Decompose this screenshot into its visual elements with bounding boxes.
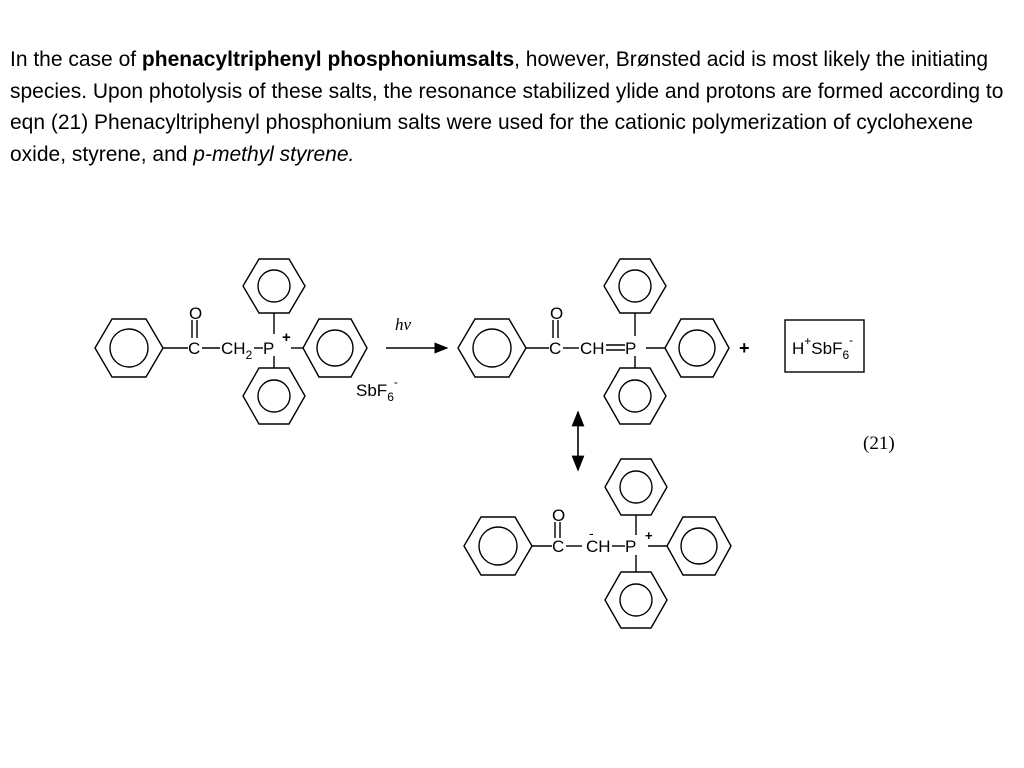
italic-term: p-methyl styrene.: [193, 142, 355, 166]
resonance-phosphorus: P: [625, 537, 636, 556]
benzene-ring-icon: [463, 516, 533, 576]
benzene-ring-icon: [302, 318, 368, 378]
resonance-oxygen: O: [552, 506, 565, 525]
plus-sign: +: [739, 338, 750, 358]
intro-text: In the case of: [10, 48, 142, 71]
reactant-oxygen: O: [189, 304, 202, 323]
equation-number: (21): [863, 433, 895, 454]
benzene-ring-icon: [242, 258, 306, 314]
reactant-p-charge: +: [282, 329, 291, 346]
resonance-p-charge: +: [645, 528, 653, 543]
resonance-ch-charge: -: [589, 525, 594, 541]
acid-formula: H+SbF6-: [792, 333, 853, 362]
body-text: , however, Brønsted acid is most likely …: [10, 48, 1004, 166]
bold-term: phenacyltriphenyl phosphoniumsalts: [141, 48, 515, 71]
reactant-anion: SbF6-: [356, 375, 398, 404]
ylide-carbon: C: [549, 339, 561, 358]
benzene-ring-icon: [664, 318, 730, 378]
resonance-ch: CH: [586, 537, 611, 556]
reactant-ch2: CH2: [221, 339, 253, 362]
reactant-phosphorus: P: [263, 339, 274, 358]
description-paragraph: In the case of phenacyltriphenyl phospho…: [10, 44, 1018, 170]
benzene-ring-icon: [603, 367, 667, 425]
bonds: [163, 313, 667, 572]
benzene-ring-icon: [604, 458, 668, 516]
benzene-ring-icon: [242, 367, 306, 425]
ylide-phosphorus: P: [625, 339, 636, 358]
resonance-carbon: C: [552, 537, 564, 556]
benzene-ring-icon: [94, 318, 164, 378]
reactant-carbon: C: [188, 339, 200, 358]
benzene-ring-icon: [457, 318, 527, 378]
rings: [94, 258, 732, 629]
ylide-oxygen: O: [550, 304, 563, 323]
ylide-ch: CH: [580, 339, 605, 358]
acid-box: [784, 319, 865, 373]
benzene-ring-icon: [604, 571, 668, 629]
benzene-ring-icon: [603, 258, 667, 314]
arrow-label: hν: [395, 315, 412, 334]
benzene-ring-icon: [666, 516, 732, 576]
